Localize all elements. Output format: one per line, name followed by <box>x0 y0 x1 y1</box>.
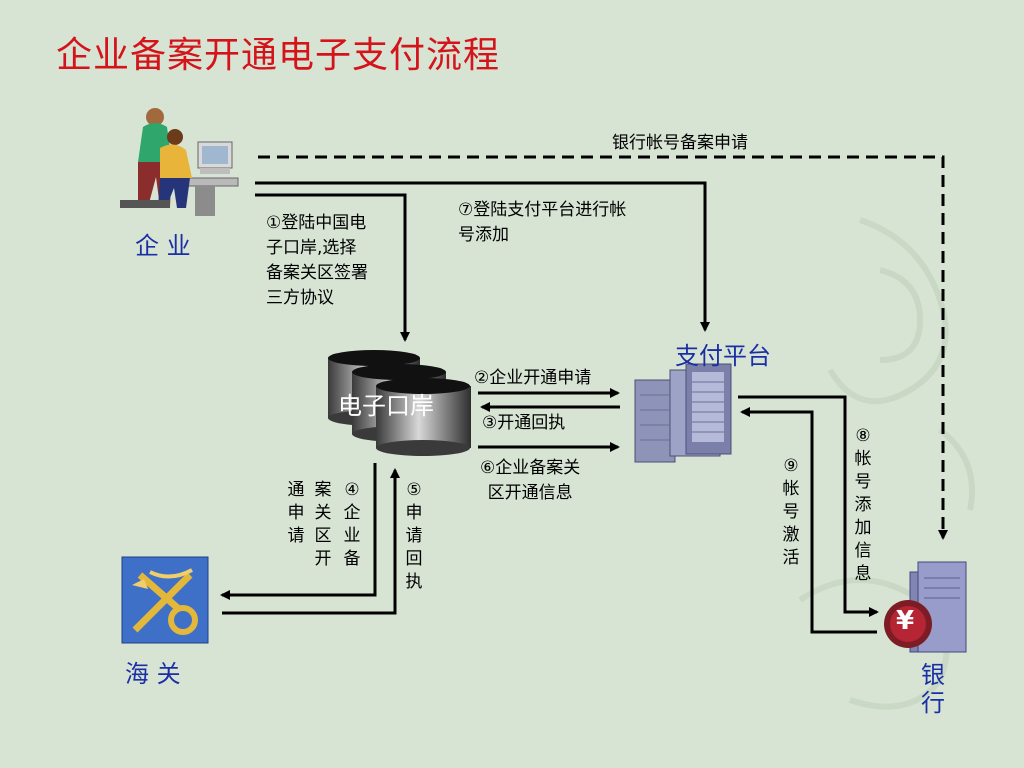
arrow-step7 <box>255 181 710 332</box>
vertical-char: 回 <box>405 549 423 569</box>
step1-line: 子口岸,选择 <box>266 238 357 258</box>
node-payment-platform: 支付平台 <box>675 342 771 370</box>
vertical-char: 执 <box>405 572 423 592</box>
bank-server-icon <box>884 561 967 653</box>
vertical-char: 企 <box>343 503 361 523</box>
label-step3: ③开通回执 <box>482 413 566 433</box>
vertical-char: 活 <box>782 548 800 568</box>
label-step1: ①登陆中国电 子口岸,选择 备案关区签署 三方协议 <box>266 211 368 311</box>
vertical-char: 息 <box>854 564 872 584</box>
vertical-char: ⑨ <box>783 456 799 476</box>
vertical-char: 通 <box>287 480 305 500</box>
label-step4-col1: ④ 企业备 <box>339 479 365 571</box>
vertical-char: 关 <box>314 503 332 523</box>
vertical-char: 激 <box>782 525 800 545</box>
label-step4-col3: 通申请 <box>283 479 309 548</box>
vertical-char: 加 <box>854 518 872 538</box>
vertical-char: 业 <box>343 526 361 546</box>
arrow-step9 <box>740 407 877 634</box>
enterprise-illustration <box>120 108 239 216</box>
vertical-char: 添 <box>854 495 872 515</box>
step1-line: ①登陆中国电 <box>266 213 367 233</box>
arrow-step1 <box>255 193 410 342</box>
label-step8: ⑧ 帐号添加信息 <box>850 425 876 586</box>
label-step6: ⑥企业备案关 区开通信息 <box>480 456 580 506</box>
page-title: 企业备案开通电子支付流程 <box>56 35 501 76</box>
vertical-char: ④ <box>344 480 360 500</box>
vertical-char: 区 <box>314 526 332 546</box>
step6-line: ⑥企业备案关 <box>480 458 581 478</box>
node-eport: 电子口岸 <box>338 392 434 420</box>
label-step5: ⑤ 申请回执 <box>401 479 427 594</box>
vertical-char: 号 <box>854 472 872 492</box>
label-step7: ⑦登陆支付平台进行帐 号添加 <box>458 198 626 248</box>
vertical-char: 请 <box>287 526 305 546</box>
eport-database-icon <box>328 350 471 456</box>
label-step2: ②企业开通申请 <box>474 368 592 388</box>
vertical-char: 备 <box>343 549 361 569</box>
step7-line: ⑦登陆支付平台进行帐 <box>458 200 627 220</box>
vertical-char: 请 <box>405 526 423 546</box>
vertical-char: 申 <box>287 503 305 523</box>
vertical-char: 申 <box>405 503 423 523</box>
node-enterprise: 企 业 <box>135 232 191 260</box>
arrow-step8 <box>738 395 879 617</box>
step6-line: 区开通信息 <box>487 483 573 503</box>
vertical-char: 信 <box>854 541 872 561</box>
step1-line: 备案关区签署 <box>266 263 368 283</box>
vertical-char: 帐 <box>854 449 872 469</box>
vertical-char: ⑧ <box>855 426 871 446</box>
label-step9: ⑨ 帐号激活 <box>778 455 804 570</box>
customs-emblem-icon <box>121 556 209 644</box>
vertical-char: 号 <box>782 502 800 522</box>
step7-line: 号添加 <box>458 225 509 245</box>
vertical-char: 案 <box>314 480 332 500</box>
vertical-char: ⑤ <box>406 480 422 500</box>
arrow-step5 <box>222 468 400 615</box>
payment-server-icon <box>634 363 732 463</box>
node-bank: 银 行 <box>921 661 945 717</box>
label-bank-account-filing: 银行帐号备案申请 <box>612 133 748 153</box>
node-customs: 海 关 <box>125 660 181 688</box>
vertical-char: 开 <box>314 549 332 569</box>
step1-line: 三方协议 <box>266 288 334 308</box>
arrow-bank-account-filing <box>258 155 948 540</box>
yen-symbol: ¥ <box>896 606 915 636</box>
label-step4-col2: 案关区开 <box>310 479 336 571</box>
vertical-char: 帐 <box>782 479 800 499</box>
arrow-step4 <box>220 463 377 600</box>
